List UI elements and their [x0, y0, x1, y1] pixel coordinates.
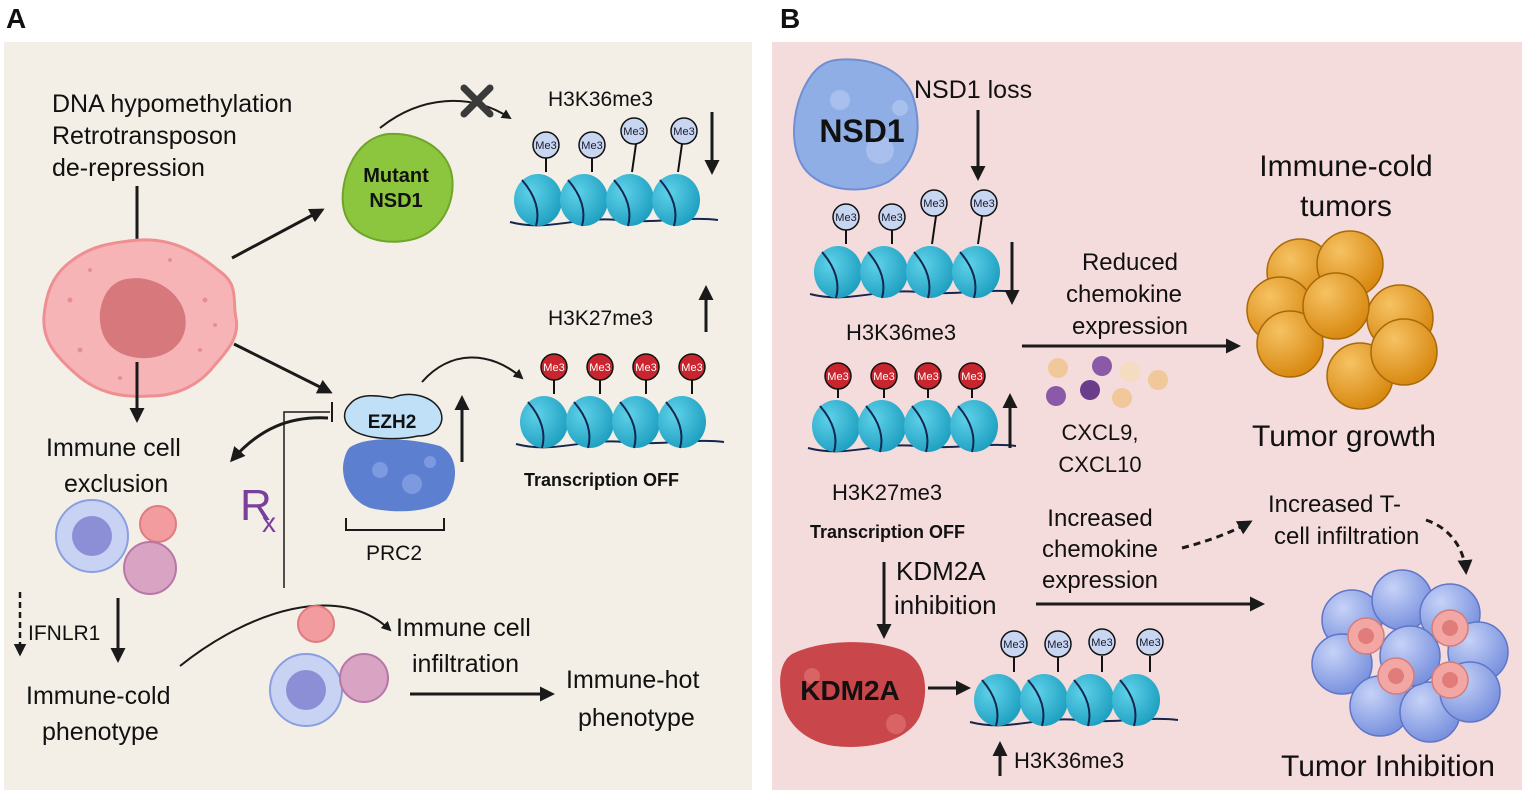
label-h3k36me3-a: H3K36me3 [548, 88, 653, 111]
label-tumor-growth: Tumor growth [1252, 420, 1436, 453]
label-phenotype-a: phenotype [42, 718, 159, 746]
prc2-complex [343, 439, 456, 512]
rx-drug-symbol: R [240, 481, 272, 530]
label-transcription-off-b: Transcription OFF [810, 522, 965, 542]
arrow-tcell-to-tumor-dashed [1425, 518, 1473, 575]
nucleosome-array-b-mid [807, 399, 1017, 453]
me3-b-4: Me3 [973, 198, 994, 210]
label-expression-increased: expression [1042, 567, 1158, 594]
ezh2-protein [343, 393, 443, 440]
rx-drug-subscript: x [262, 507, 276, 538]
label-immune-cell-exclusion-1: Immune cell [46, 434, 181, 462]
label-expression-reduced: expression [1072, 313, 1188, 340]
label-immune-cold-tumors-2: tumors [1300, 190, 1392, 223]
label-cxcl9: CXCL9, [1061, 420, 1138, 445]
cancer-cell [42, 238, 239, 398]
label-immune-hot: Immune-hot [566, 666, 699, 694]
label-mutant-nsd1: NSD1 [369, 190, 422, 212]
me3-a-2: Me3 [581, 140, 602, 152]
blocked-cross-icon [460, 84, 494, 118]
arrow-chemokine-to-tcell-dashed [1181, 520, 1253, 550]
me3-b-1: Me3 [835, 212, 856, 224]
label-retrotransposon: Retrotransposon [52, 122, 237, 150]
nucleosome-array-a-bottom [515, 395, 725, 449]
label-reduced: Reduced [1082, 249, 1178, 276]
me3-red-b-4: Me3 [961, 371, 982, 383]
label-cell-infiltration: cell infiltration [1274, 523, 1419, 550]
me3-marks-b-mid [824, 362, 986, 398]
me3-red-b-3: Me3 [917, 371, 938, 383]
arrow-rx-to-infiltration [179, 604, 392, 667]
me3-red-a-2: Me3 [589, 362, 610, 374]
me3-b-2: Me3 [881, 212, 902, 224]
label-kdm2a-inhibition-2: inhibition [894, 590, 997, 620]
immune-cells-infiltrating [269, 605, 389, 727]
label-tumor-inhibition: Tumor Inhibition [1281, 750, 1495, 783]
tumor-cluster-cold [1246, 230, 1438, 410]
me3-a-4: Me3 [673, 126, 694, 138]
me3-b-bottom-4: Me3 [1139, 637, 1160, 649]
label-prc2: PRC2 [366, 542, 422, 565]
me3-a-1: Me3 [535, 140, 556, 152]
nucleosome-array-b-bottom [969, 673, 1179, 727]
me3-b-3: Me3 [923, 198, 944, 210]
me3-red-b-1: Me3 [827, 371, 848, 383]
label-chemokine-increased: chemokine [1042, 536, 1158, 563]
kdm2a-protein [780, 642, 926, 747]
panel-a-letter: A [6, 3, 26, 34]
nucleosome-array-b-top [809, 245, 1019, 299]
label-immune-cell-infiltration-1: Immune cell [396, 614, 531, 642]
label-h3k27me3-b: H3K27me3 [832, 480, 942, 505]
immune-cells-excluded [55, 499, 177, 595]
me3-red-a-1: Me3 [543, 362, 564, 374]
label-h3k27me3-a: H3K27me3 [548, 307, 653, 330]
label-chemokine-reduced: chemokine [1066, 281, 1182, 308]
me3-marks-b-bottom [1000, 628, 1164, 672]
arrow-cell-to-mutant-nsd1 [231, 208, 325, 260]
me3-b-bottom-1: Me3 [1003, 639, 1024, 651]
label-ezh2: EZH2 [368, 412, 417, 433]
label-phenotype-hot: phenotype [578, 704, 695, 732]
panel-b-letter: B [780, 3, 800, 34]
nucleosome-array-a-top [509, 173, 719, 227]
label-nsd1-loss: NSD1 loss [914, 76, 1032, 104]
arrow-mutant-nsd1-blocked [379, 99, 512, 129]
me3-b-bottom-2: Me3 [1047, 639, 1068, 651]
label-nsd1: NSD1 [819, 113, 904, 149]
inhibition-line-rx [283, 411, 330, 588]
arrow-ezh2-to-h3k27me3 [421, 356, 524, 383]
label-mutant: Mutant [363, 165, 429, 187]
label-h3k36me3-b-bottom: H3K36me3 [1014, 748, 1124, 773]
me3-marks-a-bottom [540, 353, 706, 394]
me3-a-3: Me3 [623, 126, 644, 138]
me3-red-a-4: Me3 [681, 362, 702, 374]
me3-red-a-3: Me3 [635, 362, 656, 374]
label-immune-cold-a: Immune-cold [26, 682, 171, 710]
tumor-cluster-hot [1311, 569, 1509, 743]
label-dna-hypomethylation: DNA hypomethylation [52, 90, 292, 118]
label-kdm2a: KDM2A [800, 675, 900, 706]
label-transcription-off-a: Transcription OFF [524, 470, 679, 490]
label-ifnlr1: IFNLR1 [28, 622, 100, 645]
me3-red-b-2: Me3 [873, 371, 894, 383]
label-cxcl10: CXCL10 [1058, 452, 1141, 477]
arrow-ezh2-to-exclusion [230, 416, 329, 463]
me3-marks-a-top [532, 117, 698, 173]
label-immune-cold-tumors-1: Immune-cold [1259, 150, 1432, 183]
label-de-repression: de-repression [52, 154, 205, 182]
label-increased: Increased [1047, 505, 1152, 532]
chemokine-dots [1046, 356, 1168, 408]
label-increased-t: Increased T- [1268, 491, 1401, 518]
nsd1-protein [793, 58, 919, 191]
label-h3k36me3-b: H3K36me3 [846, 320, 956, 345]
prc2-bracket [345, 518, 445, 531]
label-immune-cell-infiltration-2: infiltration [412, 650, 519, 678]
label-immune-cell-exclusion-2: exclusion [64, 470, 168, 498]
me3-b-bottom-3: Me3 [1091, 637, 1112, 649]
arrow-cell-to-ezh2 [233, 342, 333, 394]
mutant-nsd1-protein [341, 132, 454, 243]
label-kdm2a-inhibition-1: KDM2A [896, 556, 986, 586]
me3-marks-b-top [832, 189, 998, 245]
